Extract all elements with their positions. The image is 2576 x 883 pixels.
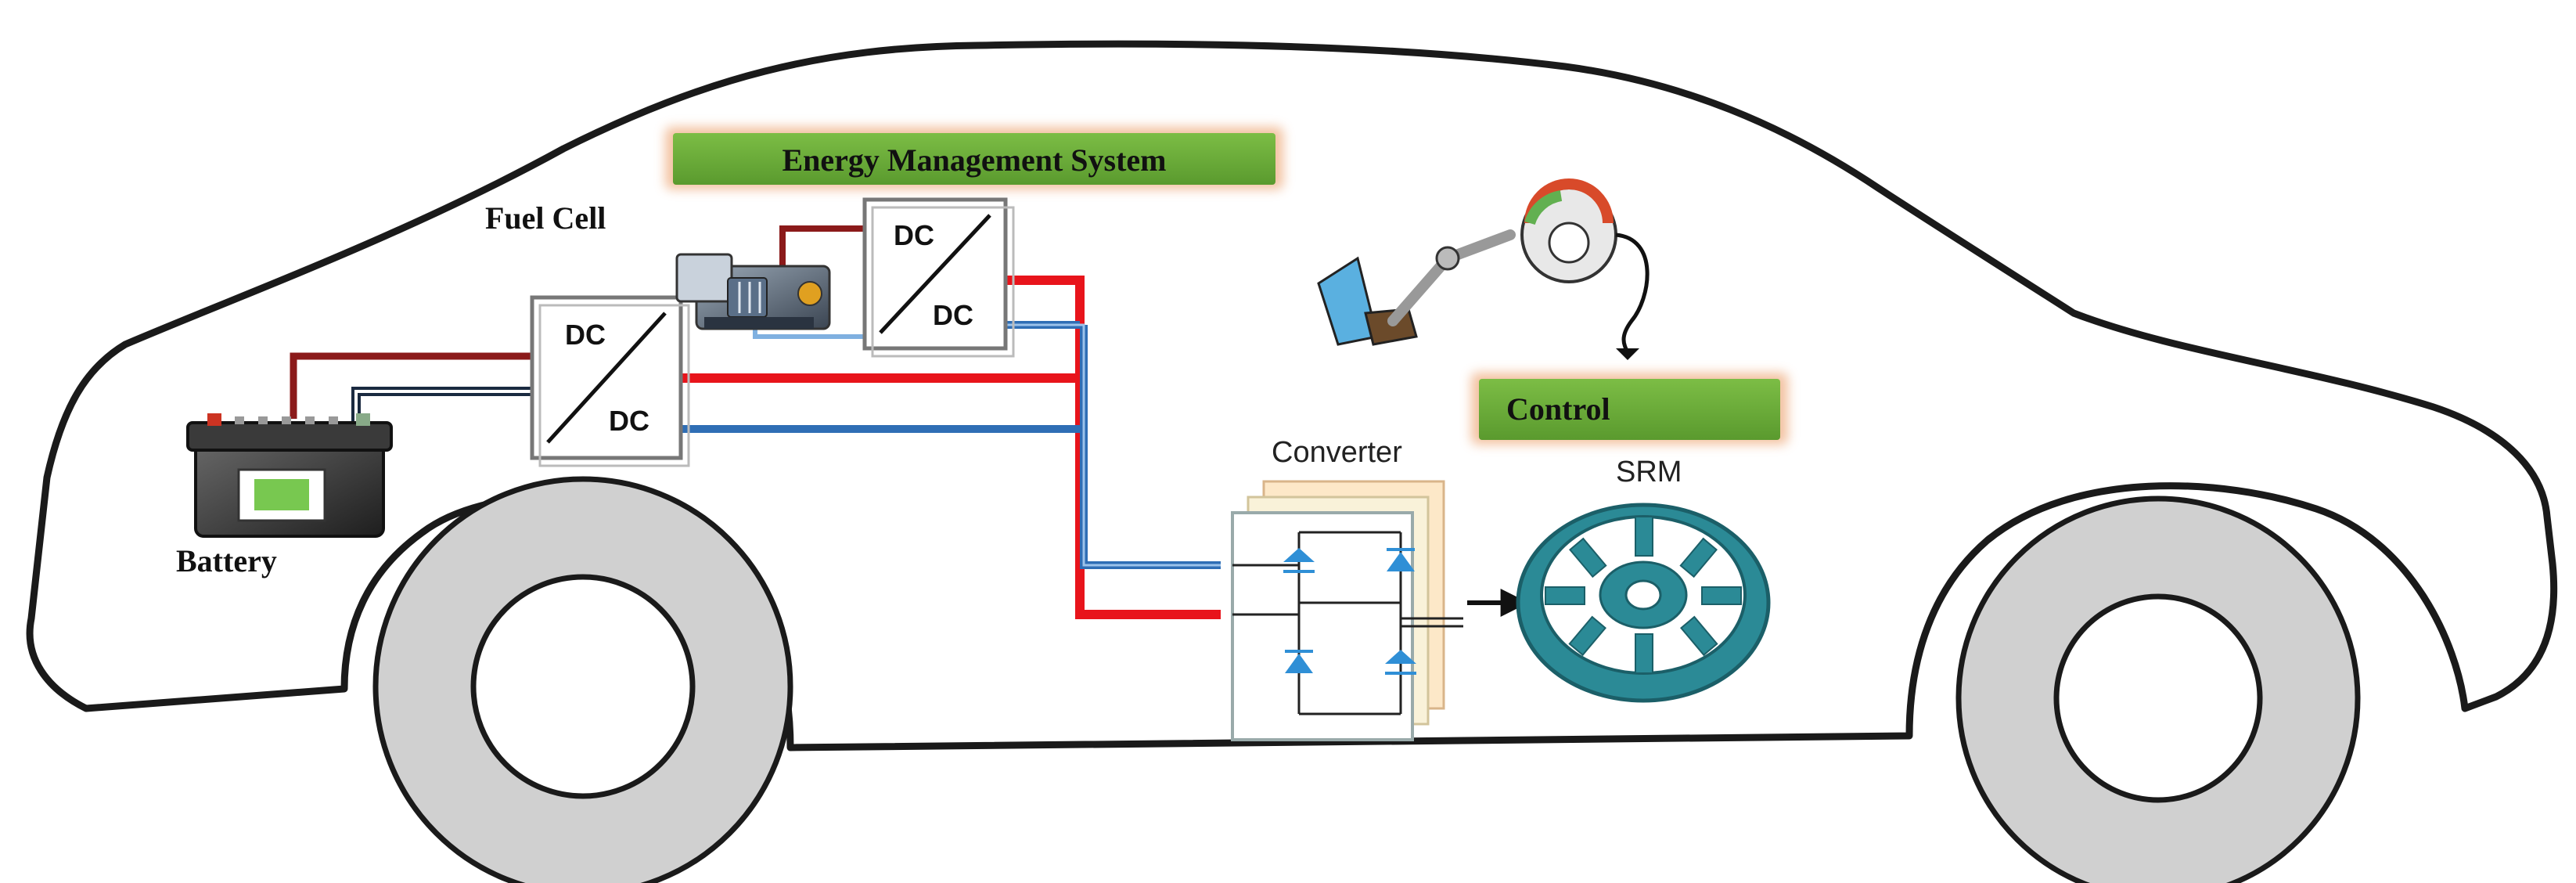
negative-bus-highlight (1002, 323, 1221, 567)
srm-label: SRM (1616, 456, 1682, 488)
dcdc-converter-lower: DC DC (530, 295, 690, 467)
control-text: Control (1506, 391, 1610, 427)
energy-management-text: Energy Management System (782, 142, 1166, 178)
battery-icon (186, 413, 393, 538)
converter-label: Converter (1272, 436, 1402, 469)
battery-label: Battery (176, 543, 277, 578)
rear-wheel (372, 476, 793, 883)
negative-bus-wires (681, 321, 1221, 569)
control-label: Control (1471, 373, 1788, 445)
front-wheel (1955, 496, 2361, 883)
dcdc-converter-upper: DC DC (862, 197, 1015, 358)
dcdc-upper-bottom-label: DC (933, 299, 973, 331)
switch-icon (1385, 650, 1416, 675)
switch-icon (1283, 548, 1315, 573)
pedal-sensor-icon (1317, 178, 1650, 360)
srm-motor-icon (1516, 503, 1771, 703)
diode-icon (1285, 650, 1313, 673)
fuel-cell-icon (675, 253, 831, 330)
dcdc-lower-top-label: DC (565, 319, 606, 351)
diode-icon (1387, 548, 1415, 571)
converter-stack (1231, 480, 1463, 741)
dcdc-upper-top-label: DC (894, 219, 934, 251)
fuel-cell-label: Fuel Cell (485, 200, 606, 236)
dcdc-lower-bottom-label: DC (609, 405, 649, 437)
energy-management-label: Energy Management System (665, 127, 1283, 189)
